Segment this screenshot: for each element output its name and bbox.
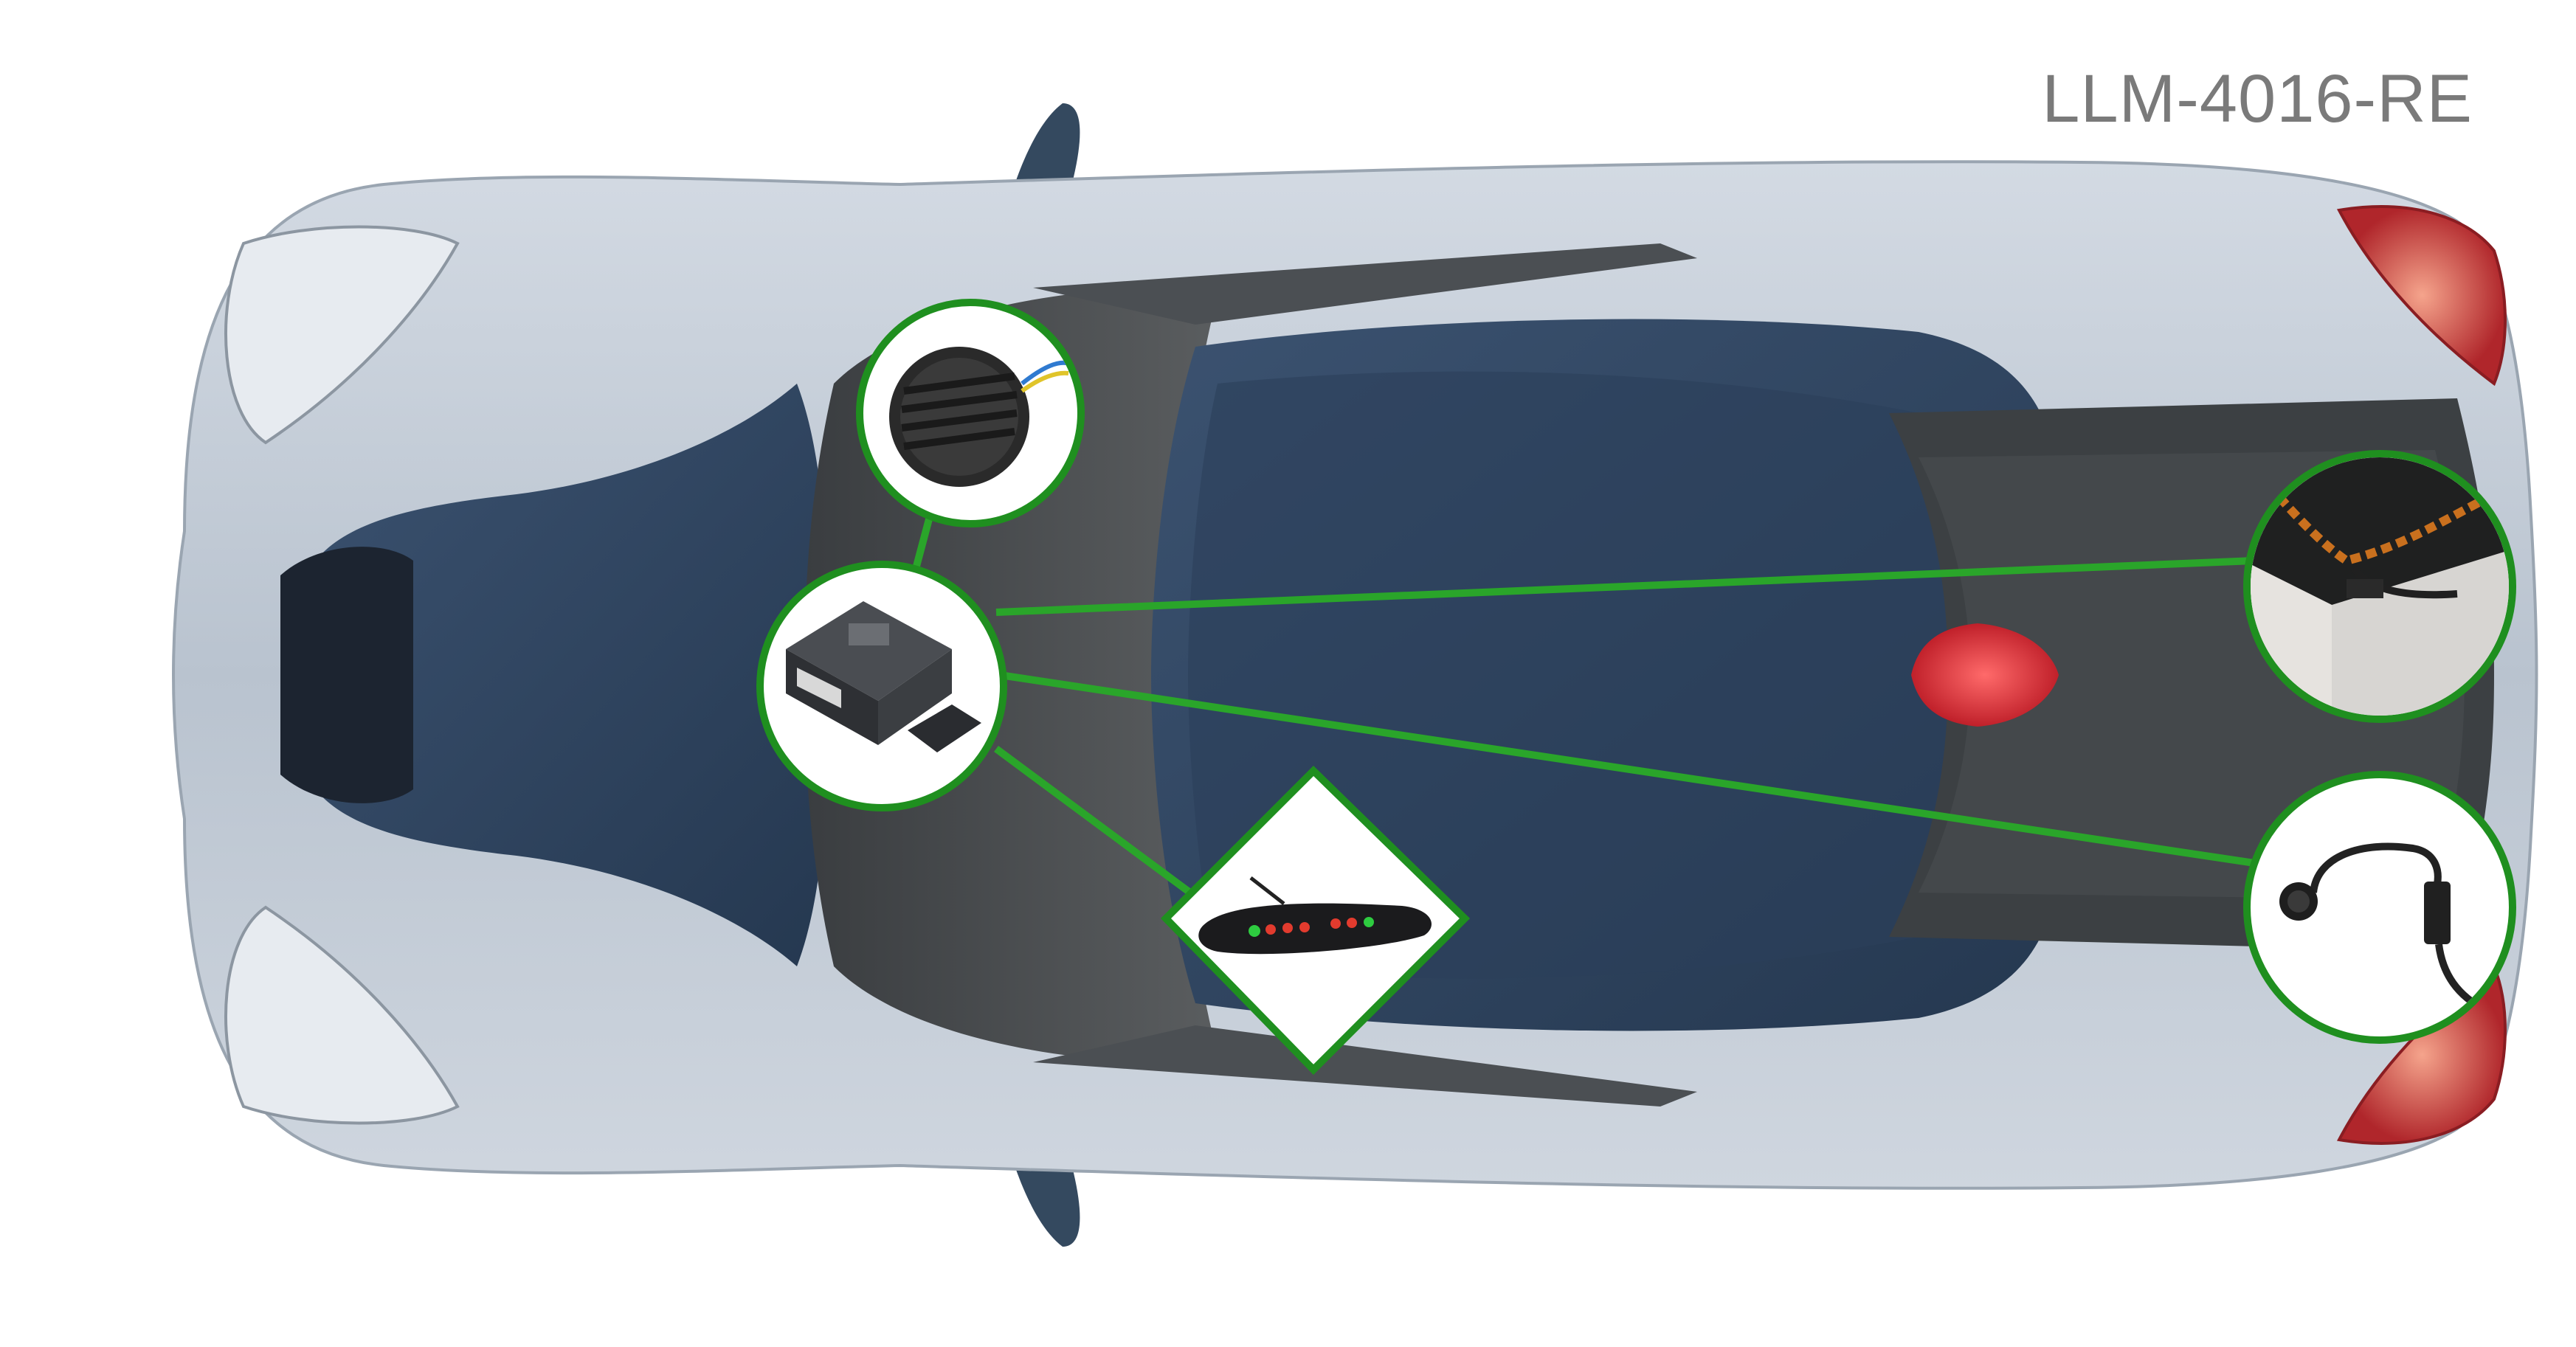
sensor-callout[interactable] [2243,771,2516,1044]
connector-wiring [995,557,2255,616]
left-tail-light [2336,205,2507,387]
right-headlight [224,905,460,1125]
control-unit-callout[interactable] [756,561,1007,811]
hood [295,384,834,966]
connector-lines [911,515,2255,922]
display-callout[interactable] [1160,765,1471,1076]
car-illustration [172,103,2538,1247]
connector-vent [911,515,933,573]
led-display-icon [1198,876,1432,955]
hood-intake [280,547,413,803]
roof-highlight [1188,371,1963,979]
left-side-window [1033,243,1697,325]
connector-display [994,745,1227,922]
third-brake-light [1911,623,2059,727]
model-code-label: LLM-4016-RE [2042,61,2473,136]
left-headlight [224,225,460,445]
connector-sensor [999,671,2255,867]
control-module-icon [786,601,981,752]
air-vent-callout[interactable] [856,299,1085,527]
air-vent-icon [889,347,1069,487]
right-side-window [1033,1025,1697,1107]
